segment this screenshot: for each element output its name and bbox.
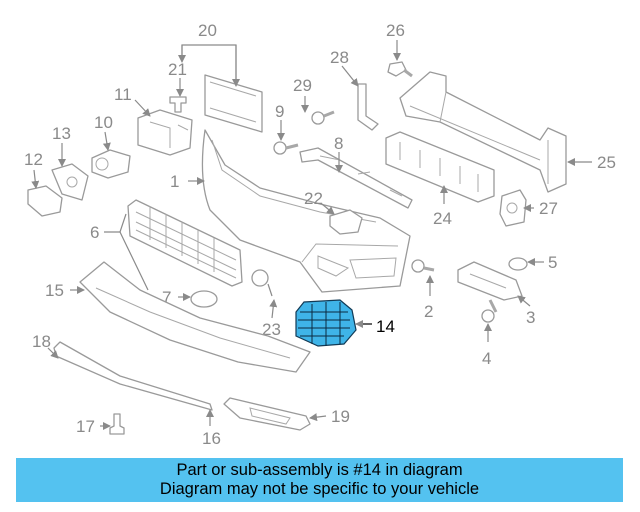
license-plate-bracket [178, 44, 263, 133]
callout-11: 11 [114, 85, 132, 104]
clip-5 [508, 257, 544, 271]
callout-6: 6 [90, 223, 99, 242]
callout-4: 4 [482, 349, 491, 368]
callout-22: 22 [304, 189, 323, 208]
callout-28: 28 [330, 48, 349, 67]
screw-29 [301, 96, 335, 125]
callout-21: 21 [168, 60, 187, 79]
banner-line-1: Part or sub-assembly is #14 in diagram [176, 461, 463, 479]
lower-valance [70, 261, 311, 373]
banner-line-2: Diagram may not be specific to your vehi… [159, 480, 480, 498]
callout-1: 1 [170, 172, 179, 191]
callout-27: 27 [539, 199, 558, 218]
parts-diagram: 20 21 11 10 13 12 1 [24, 21, 616, 448]
sensor-bracket [134, 99, 193, 156]
screw-2 [411, 259, 435, 296]
lower-grille [104, 199, 243, 291]
callout-15: 15 [45, 281, 64, 300]
callout-23: 23 [262, 320, 281, 339]
callout-2: 2 [424, 302, 433, 321]
bracket-28 [341, 65, 379, 131]
screw-4 [481, 299, 498, 342]
info-banner: Part or sub-assembly is #14 in diagram D… [16, 458, 623, 502]
energy-absorber [385, 131, 495, 204]
push-clip [169, 78, 187, 113]
impact-bar [399, 71, 592, 193]
callout-19: 19 [331, 407, 350, 426]
tow-hook-ring [251, 269, 278, 319]
screw-17 [100, 413, 125, 435]
callout-9: 9 [275, 102, 284, 121]
callout-25: 25 [597, 153, 616, 172]
callout-12: 12 [24, 150, 43, 169]
callout-20: 20 [198, 21, 217, 40]
callout-17: 17 [76, 417, 95, 436]
mounting-rail [299, 147, 413, 209]
bracket-27 [499, 189, 534, 227]
callout-10: 10 [94, 113, 113, 132]
fog-lamp-grille-highlighted[interactable] [295, 299, 372, 347]
callout-18: 18 [32, 332, 51, 351]
callout-24: 24 [433, 209, 452, 228]
callout-13: 13 [52, 124, 71, 143]
lower-trim-strip [47, 341, 213, 411]
tow-hook-cover [321, 203, 363, 235]
bracket-3 [457, 261, 531, 307]
sensor-clip [27, 169, 63, 217]
callout-8: 8 [334, 134, 343, 153]
screw-9 [273, 120, 299, 155]
fog-lamp-bezel [223, 397, 327, 431]
parking-sensor [91, 131, 131, 179]
sensor-retainer [51, 143, 89, 201]
callout-3: 3 [526, 308, 535, 327]
callout-5: 5 [548, 253, 557, 272]
callout-26: 26 [386, 21, 405, 40]
bolt-26 [387, 40, 413, 78]
emblem [178, 290, 218, 308]
callout-29: 29 [293, 76, 312, 95]
callout-14: 14 [376, 317, 395, 336]
callout-16: 16 [202, 429, 221, 448]
callout-7: 7 [162, 288, 171, 307]
